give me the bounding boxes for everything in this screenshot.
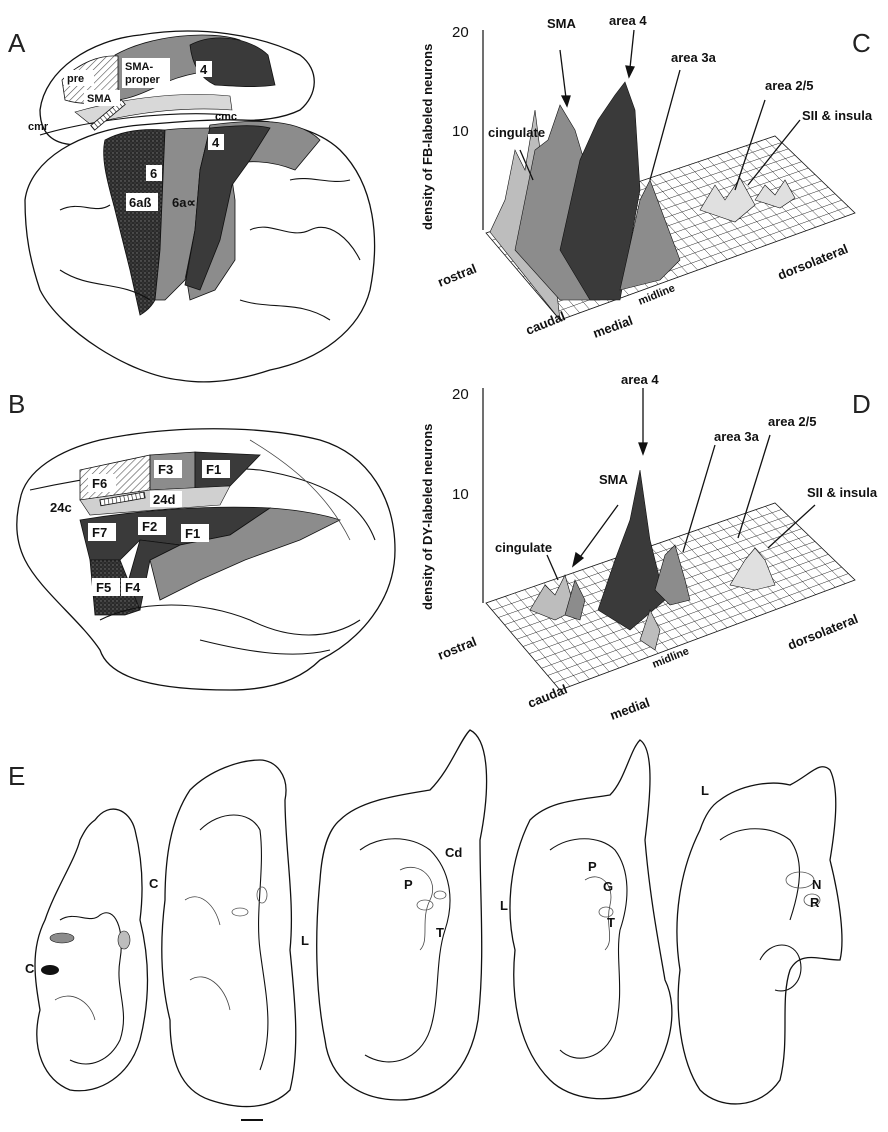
c-sii-annotation: SII & insula bbox=[802, 108, 873, 123]
section-1-label-grey bbox=[50, 933, 74, 943]
d-dorsolateral-label: dorsolateral bbox=[786, 611, 861, 653]
area24c-label: 24c bbox=[50, 500, 72, 515]
section-5-outline bbox=[677, 767, 842, 1104]
f2-label: F2 bbox=[142, 519, 157, 534]
d-sma-annotation: SMA bbox=[599, 472, 629, 487]
c-rostral-label: rostral bbox=[436, 261, 479, 290]
panel-c: C 20 10 density of FB-labeled neurons SM… bbox=[420, 13, 873, 341]
f5-label: F5 bbox=[96, 580, 111, 595]
d-area25-annotation: area 2/5 bbox=[768, 414, 816, 429]
section-4-outline bbox=[510, 740, 672, 1099]
d-sii-annotation: SII & insula bbox=[807, 485, 878, 500]
section-4-l-label: L bbox=[500, 898, 508, 913]
f1-lateral-label: F1 bbox=[185, 526, 200, 541]
c-area3a-annotation: area 3a bbox=[671, 50, 717, 65]
cmr-label: cmr bbox=[28, 121, 49, 133]
d-tick-20: 20 bbox=[452, 386, 469, 403]
c-caudal-label: caudal bbox=[524, 308, 568, 337]
section-4-t-label: T bbox=[607, 915, 615, 930]
d-ylabel: density of DY-labeled neurons bbox=[420, 424, 435, 610]
section-4-g-label: G bbox=[603, 879, 613, 894]
c-surface-peaks bbox=[490, 82, 795, 320]
area6-label: 6 bbox=[150, 166, 157, 181]
section-1-label-dark bbox=[41, 965, 59, 975]
section-5-n-label: N bbox=[812, 877, 821, 892]
c-cingulate-annotation: cingulate bbox=[488, 125, 545, 140]
area6aa-label: 6a∝ bbox=[172, 195, 196, 210]
sma-label: SMA bbox=[87, 93, 112, 105]
f1-top-label: F1 bbox=[206, 462, 221, 477]
f6-label: F6 bbox=[92, 476, 107, 491]
d-rostral-label: rostral bbox=[436, 634, 479, 663]
area6ab-label: 6aß bbox=[129, 195, 151, 210]
c-area25-annotation: area 2/5 bbox=[765, 78, 813, 93]
c-medial-label: medial bbox=[591, 313, 635, 341]
section-3-t-label: T bbox=[436, 925, 444, 940]
panel-a: A pre SMA SMA-proper 4 cmr bbox=[8, 28, 375, 382]
d-caudal-label: caudal bbox=[526, 681, 570, 710]
section-5-l-label: L bbox=[701, 783, 709, 798]
section-3-l-label: L bbox=[301, 933, 309, 948]
panel-d: D 20 10 density of DY-labeled neurons ar… bbox=[420, 372, 878, 723]
section-3-cd-label: Cd bbox=[445, 845, 462, 860]
d-area4-annotation: area 4 bbox=[621, 372, 659, 387]
section-4-p-label: P bbox=[588, 859, 597, 874]
f7-label: F7 bbox=[92, 525, 107, 540]
section-3-outline bbox=[317, 730, 487, 1100]
c-ylabel: density of FB-labeled neurons bbox=[420, 44, 435, 230]
d-area3a-annotation: area 3a bbox=[714, 429, 760, 444]
d-medial-label: medial bbox=[608, 695, 652, 723]
section-2-c-label: C bbox=[149, 876, 159, 891]
section-1-label-light bbox=[118, 931, 130, 949]
c-dorsolateral-label: dorsolateral bbox=[776, 241, 851, 283]
cmc-label: cmc bbox=[215, 111, 237, 123]
area24d-label: 24d bbox=[153, 492, 175, 507]
f3-label: F3 bbox=[158, 462, 173, 477]
panel-letter-c: C bbox=[852, 28, 871, 58]
section-2-outline bbox=[162, 760, 296, 1107]
section-1-c-label: C bbox=[25, 961, 35, 976]
area4-lateral-label: 4 bbox=[212, 135, 220, 150]
section-3-p-label: P bbox=[404, 877, 413, 892]
c-sma-annotation: SMA bbox=[547, 16, 577, 31]
c-tick-10: 10 bbox=[452, 123, 469, 140]
section-1-outline bbox=[35, 809, 148, 1091]
section-5-r-label: R bbox=[810, 895, 820, 910]
panel-b: B F6 F3 F1 24d 24c F7 F2 F1 F5 F4 bbox=[8, 389, 395, 690]
c-area4-annotation: area 4 bbox=[609, 13, 647, 28]
c-tick-20: 20 bbox=[452, 24, 469, 41]
pre-label: pre bbox=[67, 73, 84, 85]
panel-letter-a: A bbox=[8, 28, 26, 58]
area4-top-label: 4 bbox=[200, 62, 208, 77]
panel-letter-d: D bbox=[852, 389, 871, 419]
panel-e: E C C L Cd P T L P G T bbox=[8, 730, 842, 1120]
d-cingulate-annotation: cingulate bbox=[495, 540, 552, 555]
panel-letter-b: B bbox=[8, 389, 25, 419]
f4-label: F4 bbox=[125, 580, 141, 595]
d-tick-10: 10 bbox=[452, 486, 469, 503]
panel-letter-e: E bbox=[8, 761, 25, 791]
